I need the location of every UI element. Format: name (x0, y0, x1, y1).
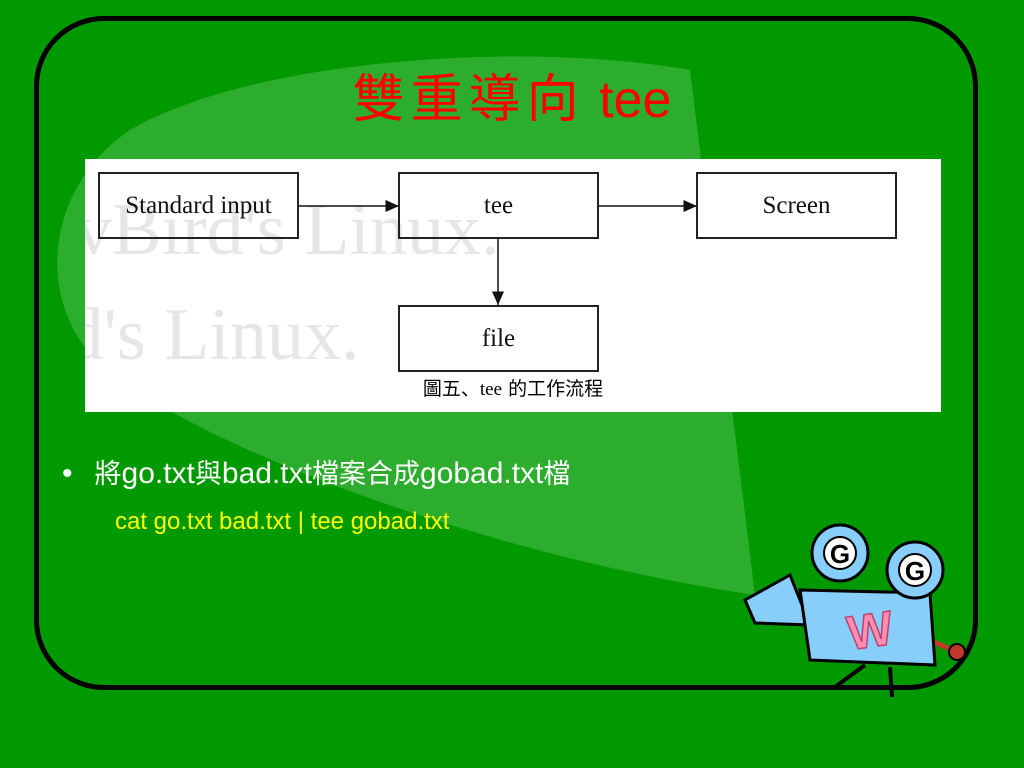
command-line: cat go.txt bad.txt | tee gobad.txt (115, 508, 450, 535)
box-tee: tee (398, 172, 599, 239)
slide-title: 雙重導向 tee (0, 68, 1024, 132)
body-letter: W (844, 602, 897, 661)
slide-frame (34, 16, 978, 690)
diagram-arrows (299, 200, 697, 305)
box-standard-input: Standard input (98, 172, 299, 239)
tee-diagram: vBird's Linux. vBird's Linux. Standard i… (85, 159, 941, 412)
bullet-item: • 將go.txt與bad.txt檔案合成gobad.txt檔 (62, 452, 570, 491)
reel-letter-right: G (905, 556, 925, 586)
bullet-text-part: go.txt (121, 457, 195, 490)
caption-tee: tee (479, 379, 503, 400)
bullet-text-part: gobad.txt (419, 457, 544, 490)
caption-suffix: 的工作流程 (502, 378, 604, 400)
diagram-caption: 圖五、tee 的工作流程 (85, 374, 941, 401)
reel-letter-left: G (830, 539, 850, 569)
title-chinese: 雙重導向 (352, 70, 585, 130)
box-screen: Screen (696, 172, 897, 239)
box-file: file (398, 305, 599, 372)
bullet-dot: • (62, 457, 73, 490)
camera-mascot-icon: G G W (743, 523, 966, 698)
watermark-line-2: vBird's Linux. (85, 294, 359, 376)
bullet-text-part: 將 (94, 459, 122, 490)
caption-prefix: 圖五、 (422, 378, 480, 400)
watermark-line-1: vBird's Linux. (85, 189, 499, 271)
title-english: tee (599, 71, 672, 129)
watermark: vBird's Linux. vBird's Linux. (85, 189, 499, 376)
bullet-text-part: bad.txt (221, 457, 312, 490)
bullet-text-part: 檔 (543, 459, 571, 490)
bullet-text-part: 與 (194, 459, 222, 490)
bullet-text-part: 檔案合成 (311, 459, 420, 490)
